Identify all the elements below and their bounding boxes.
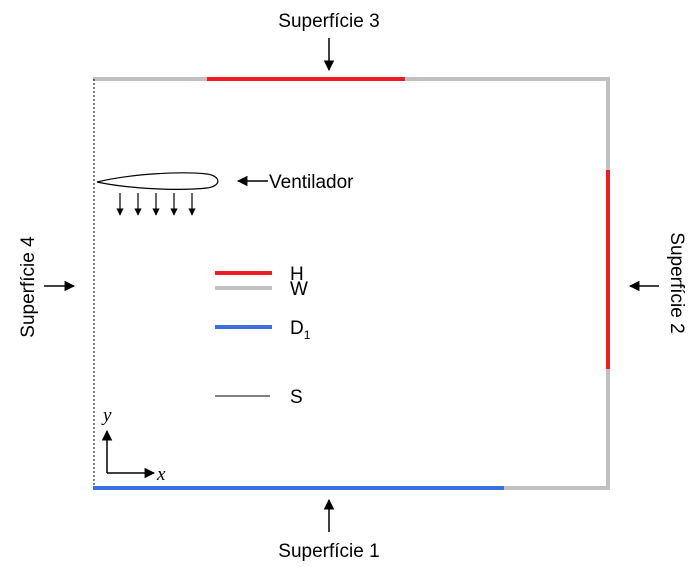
airflow-arrows-icon: [116, 193, 196, 216]
y-axis-label: y: [101, 405, 112, 426]
surface3-label: Superfície 3: [278, 11, 379, 32]
legend-label-d1: D1: [290, 318, 311, 342]
surface2-label: Superfície 2: [666, 232, 687, 333]
surface1-label: Superfície 1: [278, 541, 379, 562]
legend-label-h: H: [290, 264, 304, 285]
surface4-label: Superfície 4: [18, 236, 39, 338]
x-axis-label: x: [156, 464, 166, 485]
legend: H W D1 S: [215, 264, 311, 408]
legend-label-d1-subscript: 1: [304, 328, 311, 342]
fan-label: Ventilador: [269, 172, 354, 193]
fan-airfoil-icon: [96, 172, 219, 190]
legend-label-s: S: [290, 387, 303, 408]
legend-label-w: W: [290, 279, 308, 300]
